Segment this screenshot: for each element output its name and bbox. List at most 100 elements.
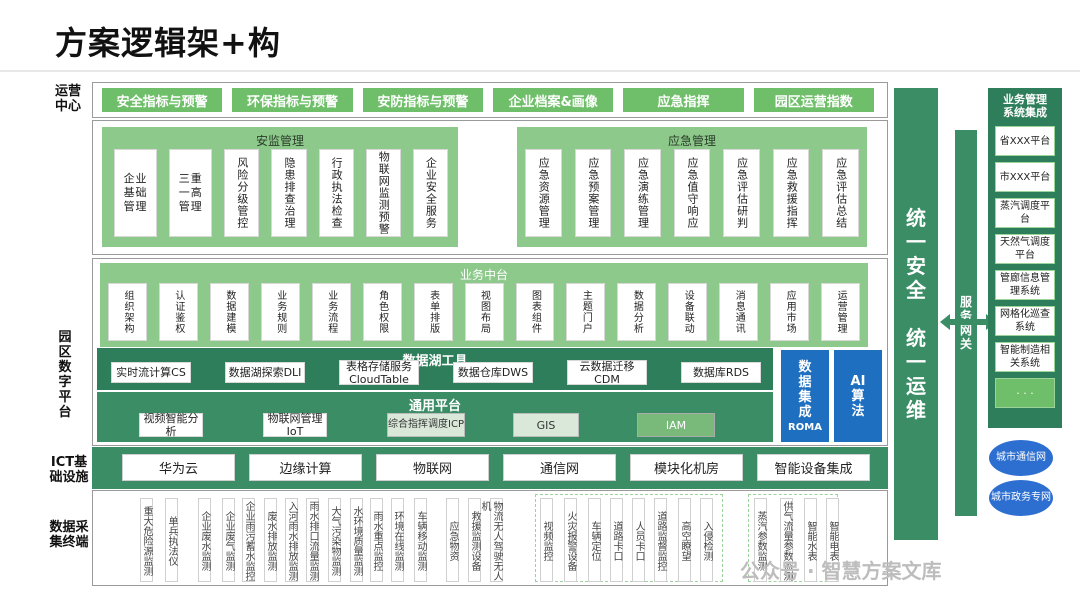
biz-middle-item: 认证鉴权 (158, 283, 198, 341)
safety-mgmt-panel: 安监管理 企业基础管理三重一高管理风险分级管控隐患排查治理行政执法检查物联网监测… (102, 127, 458, 247)
biz-integration-item: 管廊信息管理系统 (995, 270, 1055, 300)
emergency-mgmt-item: 应急评估总结 (822, 149, 860, 237)
safety-mgmt-item: 风险分级管控 (224, 149, 260, 237)
terminal-item: 应急物资 (446, 498, 459, 582)
emergency-mgmt-item: 应急救援指挥 (772, 149, 810, 237)
ict-item: 物联网 (376, 454, 489, 481)
biz-integration-panel: 业务管理 系统集成 省XXX平台市XXX平台蒸汽调度平台天然气调度平台管廊信息管… (988, 88, 1062, 428)
common-platform-item: 视频智能分析 (139, 412, 203, 438)
biz-integration-item: 网格化巡查系统 (995, 306, 1055, 336)
safety-mgmt-title: 安监管理 (255, 134, 304, 148)
unified-safety-ops: 统 一 安 全 统 一 运 维 (894, 88, 938, 540)
data-lake-item: 云数据迁移CDM (567, 360, 647, 386)
terminal-item: 物流无人驾驶无人机 (479, 498, 503, 582)
safety-mgmt-item: 隐患排查治理 (271, 149, 307, 237)
ict-item: 边缘计算 (249, 454, 362, 481)
terminal-row: 重大危险源监测单兵执法仪企业废水监测企业废气监测企业雨污蓄水监控废水排放监测入河… (140, 496, 840, 582)
biz-integration-item: 市XXX平台 (995, 162, 1055, 192)
terminal-item: 车辆定位 (588, 498, 601, 582)
terminal-item: 企业废气监测 (222, 498, 235, 582)
terminal-item: 火灾报警设备 (564, 498, 577, 582)
roma-block: 数 据 集 成 ROMA (781, 350, 829, 442)
biz-integration-item: 蒸汽调度平台 (995, 198, 1055, 228)
ops-item: 企业档案&画像 (492, 88, 614, 112)
ops-item: 园区运营指数 (753, 88, 874, 112)
data-lake-item: 实时流计算CS (111, 362, 191, 383)
terminal-item: 人员卡口 (632, 498, 645, 582)
data-lake-item: 表格存储服务CloudTable (339, 360, 419, 386)
city-gov-net-cloud: 城市政务专网 (989, 480, 1053, 516)
data-lake-item: 数据仓库DWS (453, 362, 533, 383)
terminal-item: 入河雨水排放监测 (285, 498, 298, 582)
emergency-mgmt-item: 应急演练管理 (624, 149, 661, 237)
biz-middle-panel: 业务中台 组织架构认证鉴权数据建模业务规则业务流程角色权限表单排版视图布局图表组… (100, 263, 868, 347)
title-divider (0, 70, 1080, 72)
biz-middle-item: 表单排版 (413, 283, 453, 341)
terminal-item: 单兵执法仪 (165, 498, 178, 582)
roma-label: 数 据 集 成 (798, 359, 812, 420)
emergency-mgmt-item: 应急值守响应 (673, 149, 711, 237)
terminal-item: 废水排放监测 (264, 498, 277, 582)
label-park-platform: 园 区 数 字 平 台 (58, 330, 72, 420)
terminal-item: 智能电表 (826, 498, 839, 582)
terminal-item: 蒸汽参数监测 (754, 498, 767, 582)
terminal-item: 入侵检测 (700, 498, 713, 582)
terminal-item: 雨水重点监控 (370, 498, 383, 582)
common-platform-item: 综合指挥调度ICP (387, 413, 465, 437)
label-terminal: 数据采 集终端 (49, 520, 89, 550)
terminal-item: 供气流量参数监测 (780, 498, 793, 582)
terminal-item: 高空瞭望 (678, 498, 691, 582)
terminal-item: 车辆移动监测 (414, 498, 427, 582)
emergency-mgmt-item: 应急资源管理 (525, 149, 562, 237)
emergency-mgmt-item: 应急预案管理 (574, 149, 612, 237)
ai-algorithm-block: AI 算 法 (834, 350, 882, 442)
safety-mgmt-item: 企业基础管理 (114, 149, 158, 237)
ops-item: 安全指标与预警 (102, 88, 223, 112)
biz-middle-item: 视图布局 (464, 283, 504, 341)
ops-item: 安防指标与预警 (362, 88, 483, 112)
ict-item: 华为云 (122, 454, 235, 481)
terminal-item: 企业废水监测 (198, 498, 211, 582)
common-platform-item: 物联网管理IoT (263, 412, 327, 438)
biz-middle-item: 业务规则 (260, 283, 300, 341)
label-ops-center: 运营 中心 (54, 84, 81, 114)
biz-middle-item: 数据分析 (617, 283, 657, 341)
terminal-item: 大气污染物监测 (328, 498, 341, 582)
ops-item: 应急指挥 (623, 88, 744, 112)
terminal-item: 企业雨污蓄水监控 (242, 498, 255, 582)
biz-middle-item: 设备联动 (668, 283, 708, 341)
ops-center-row: 安全指标与预警环保指标与预警安防指标与预警企业档案&画像应急指挥园区运营指数 (102, 88, 874, 112)
biz-middle-title: 业务中台 (459, 268, 508, 282)
terminal-item: 道路监督监控 (654, 498, 667, 582)
terminal-item: 救援监测设备 (468, 498, 481, 582)
emergency-mgmt-items: 应急资源管理应急预案管理应急演练管理应急值守响应应急评估研判应急救援指挥应急评估… (525, 149, 860, 239)
ops-item: 环保指标与预警 (232, 88, 353, 112)
safety-mgmt-item: 行政执法检查 (318, 149, 354, 237)
ict-item: 通信网 (503, 454, 616, 481)
biz-middle-item: 运营管理 (821, 283, 861, 341)
biz-middle-item: 图表组件 (515, 283, 555, 341)
data-lake-item: 数据库RDS (681, 362, 761, 383)
biz-middle-item: 业务流程 (311, 283, 351, 341)
common-platform-item: IAM (637, 413, 715, 437)
ict-item: 模块化机房 (630, 454, 743, 481)
biz-integration-item: 省XXX平台 (995, 126, 1055, 156)
biz-middle-item: 应用市场 (770, 283, 810, 341)
label-ict: ICT基 础设施 (49, 455, 89, 485)
safety-mgmt-item: 三重一高管理 (169, 149, 213, 237)
data-lake-item: 数据湖探索DLI (225, 362, 305, 383)
terminal-item: 雨水排口流量监测 (306, 498, 319, 582)
emergency-mgmt-panel: 应急管理 应急资源管理应急预案管理应急演练管理应急值守响应应急评估研判应急救援指… (517, 127, 867, 247)
biz-integration-title: 业务管理 系统集成 (1003, 93, 1047, 119)
biz-middle-item: 组织架构 (108, 283, 147, 341)
common-platform-item: GIS (513, 413, 579, 437)
terminal-item: 智能水表 (804, 498, 817, 582)
biz-middle-item: 角色权限 (362, 283, 402, 341)
data-lake-panel: 数据湖工具 实时流计算CS 数据湖探索DLI 表格存储服务CloudTable … (97, 348, 773, 390)
city-comm-net-cloud: 城市通信网 (989, 440, 1053, 476)
terminal-item: 水环境质量监测 (350, 498, 363, 582)
biz-middle-item: 消息通讯 (719, 283, 759, 341)
watermark: 公众号 · 智慧方案文库 (740, 559, 942, 583)
data-lake-title: 数据湖工具 (402, 354, 468, 369)
ict-row: 华为云边缘计算物联网通信网模块化机房智能设备集成 (122, 454, 870, 481)
